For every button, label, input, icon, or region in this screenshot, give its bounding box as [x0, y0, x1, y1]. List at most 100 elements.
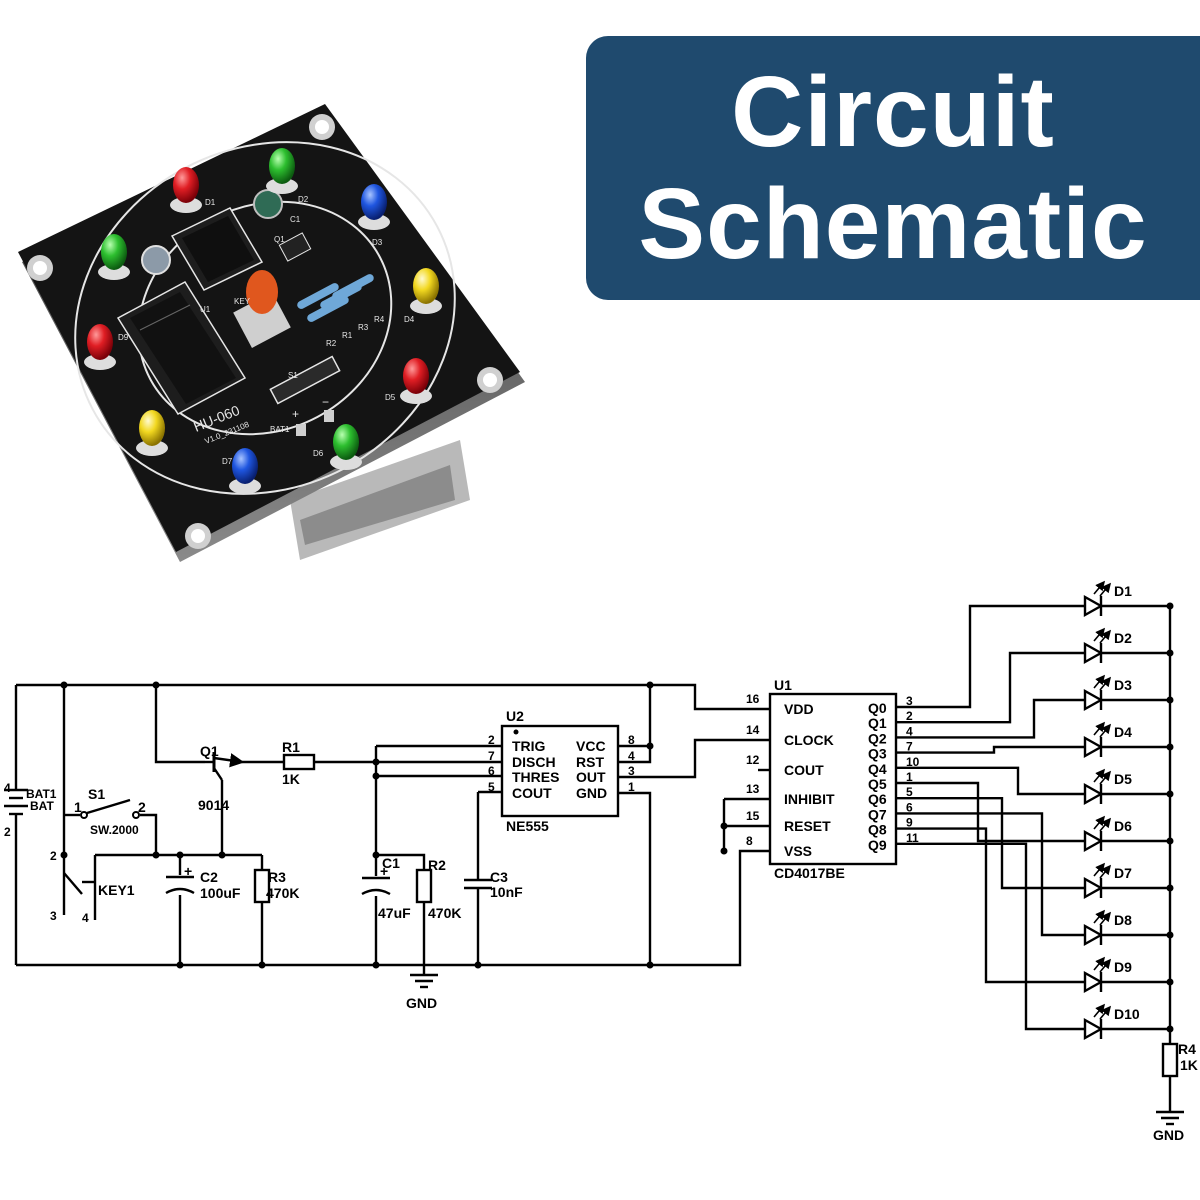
led-label: D5 — [1114, 771, 1132, 787]
u2-pin-name: DISCH — [512, 754, 556, 770]
led-d4: D4 — [1083, 721, 1174, 759]
gnd-symbol-led: GND — [1153, 1110, 1184, 1143]
gnd-label-led: GND — [1153, 1127, 1184, 1143]
u1-output-num: 11 — [906, 831, 919, 845]
capacitor-c3: C3 10nF — [464, 869, 523, 900]
q1-ref: Q1 — [200, 743, 219, 759]
silk-bat: BAT1 — [270, 425, 290, 434]
output-wire — [896, 651, 1085, 724]
c1-value: 47uF — [378, 905, 411, 921]
led-d4 — [410, 268, 442, 314]
bat-name: BAT — [30, 799, 54, 813]
led-d9: D9 — [1083, 956, 1174, 994]
u2-pin-name: RST — [576, 754, 604, 770]
transistor-q1 — [278, 232, 312, 262]
silk-d1: D1 — [205, 198, 216, 207]
c3-value: 10nF — [490, 884, 523, 900]
led-d8 — [136, 410, 168, 456]
r3-value: 470K — [266, 885, 299, 901]
output-wire — [896, 604, 1085, 709]
c3-ref: C3 — [490, 869, 508, 885]
ic-u1-cd4017: U1 CD4017BE 16VDD14CLOCK12COUT13INHIBIT1… — [746, 677, 920, 881]
c2-plus: + — [184, 863, 192, 879]
output-wire — [896, 827, 1085, 984]
output-wire — [896, 766, 1085, 796]
u1-output-name: Q6 — [868, 791, 887, 807]
silk-q1: Q1 — [274, 235, 285, 244]
c2-value: 100uF — [200, 885, 241, 901]
resistor-r1: R1 1K — [282, 739, 316, 787]
q1-value: 9014 — [198, 797, 229, 813]
silk-minus: − — [322, 395, 329, 409]
u2-ref: U2 — [506, 708, 524, 724]
u2-pin-num: 5 — [488, 780, 495, 794]
led-d5: D5 — [1083, 768, 1174, 806]
u2-pin-name: VCC — [576, 738, 606, 754]
silk-s1: S1 — [288, 371, 298, 380]
u1-output-num: 6 — [906, 800, 913, 814]
led-d1 — [170, 167, 202, 213]
s1-name: SW.2000 — [90, 823, 139, 837]
r3-ref: R3 — [268, 869, 286, 885]
led-d7: D7 — [1083, 862, 1174, 900]
led-d10 — [98, 234, 130, 280]
u1-output-num: 2 — [906, 709, 913, 723]
u1-pin-name: RESET — [784, 818, 831, 834]
u1-pin-num: 16 — [746, 692, 760, 706]
gnd-symbol-main: GND — [406, 973, 438, 1011]
circuit-schematic: BAT1 BAT 4 2 S1 1 2 SW.2000 KEY1 2 3 4 Q… — [4, 580, 1198, 1143]
led-ring — [84, 148, 442, 494]
led-label: D8 — [1114, 912, 1132, 928]
s1-ref: S1 — [88, 786, 105, 802]
led-d6: D6 — [1083, 815, 1174, 853]
u1-output-name: Q5 — [868, 776, 887, 792]
key-switch-body — [233, 292, 291, 348]
resistor-r3: R3 470K — [253, 868, 299, 904]
u2-pin-name: THRES — [512, 769, 559, 785]
key-pin4: 4 — [82, 911, 89, 925]
u1-pin-name: INHIBIT — [784, 791, 835, 807]
bat-pin-bottom: 2 — [4, 825, 11, 839]
u2-pin-name: GND — [576, 785, 607, 801]
led-d2 — [266, 148, 298, 194]
junction-dots — [60, 681, 728, 969]
key-pin3: 3 — [50, 909, 57, 923]
silk-d2: D2 — [298, 195, 309, 204]
led-d6 — [330, 424, 362, 470]
led-label: D2 — [1114, 630, 1132, 646]
bat-ref: BAT1 — [26, 787, 57, 801]
silk-d7: D7 — [222, 457, 233, 466]
u2-pin-num: 7 — [488, 749, 495, 763]
led-label: D4 — [1114, 724, 1132, 740]
s1-pin2: 2 — [138, 799, 146, 815]
u2-pin-name: COUT — [512, 785, 552, 801]
r4-value: 1K — [1180, 1057, 1198, 1073]
ic-cd4017 — [116, 281, 247, 415]
led-d10: D10 — [1083, 1003, 1174, 1041]
u2-name: NE555 — [506, 818, 549, 834]
u1-output-name: Q0 — [868, 700, 887, 716]
switch-s1: S1 1 2 SW.2000 — [74, 786, 146, 837]
output-wire — [896, 698, 1085, 739]
led-d2: D2 — [1083, 627, 1174, 665]
silk-plus: + — [292, 407, 299, 421]
u2-pin-num: 6 — [488, 764, 495, 778]
u1-output-num: 9 — [906, 816, 913, 830]
u1-pin-num: 15 — [746, 809, 760, 823]
r2-ref: R2 — [428, 857, 446, 873]
slide-switch-s1 — [269, 355, 341, 405]
resistor-r4: R4 1K — [1161, 1041, 1198, 1078]
bat-pin-top: 4 — [4, 781, 11, 795]
key-ref: KEY1 — [98, 882, 135, 898]
led-d5 — [400, 358, 432, 404]
gnd-label-main: GND — [406, 995, 437, 1011]
capacitor-c2 — [141, 245, 171, 275]
key-pin2: 2 — [50, 849, 57, 863]
u1-output-name: Q7 — [868, 806, 887, 822]
capacitor-c1 — [253, 189, 283, 219]
silk-r2: R2 — [326, 339, 337, 348]
silk-d4: D4 — [404, 315, 415, 324]
u2-pin-num: 4 — [628, 749, 635, 763]
